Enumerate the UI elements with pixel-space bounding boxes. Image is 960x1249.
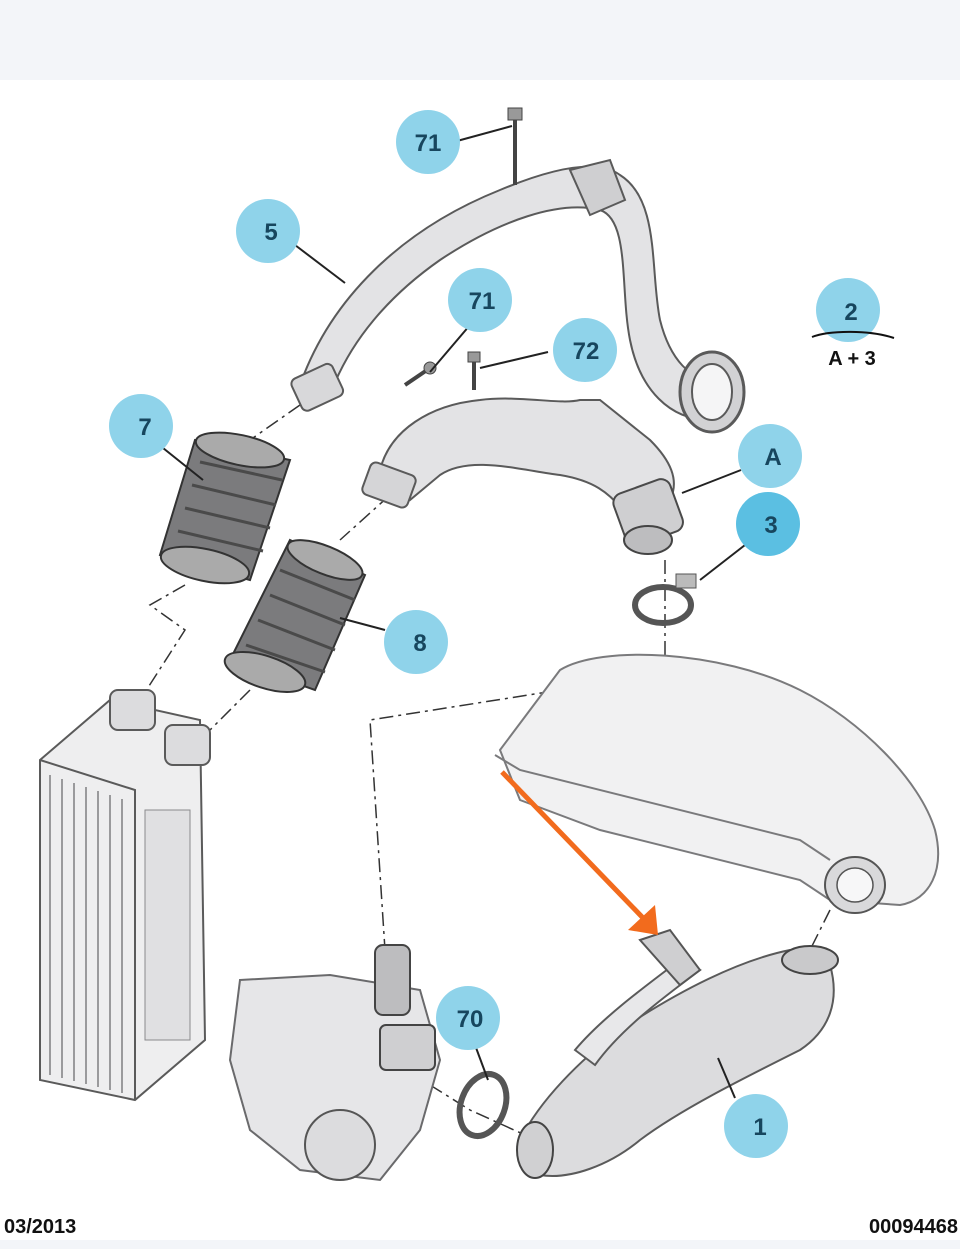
note-formula: A + 3 <box>828 348 876 370</box>
callout-label: 71 <box>415 130 442 157</box>
leader-lines <box>162 125 746 1099</box>
turbocharger <box>228 944 442 1182</box>
callout-label: 1 <box>753 1114 766 1141</box>
callout-71-middle: 71 <box>448 268 512 332</box>
callout-A: A <box>738 424 802 488</box>
callout-2: 2 A + 3 <box>811 278 895 370</box>
part-8-bellows-hose <box>223 538 367 694</box>
intercooler <box>39 689 211 1102</box>
part-70-clamp <box>456 1071 510 1139</box>
callout-label: A <box>764 444 781 471</box>
callout-label: 7 <box>138 414 151 441</box>
part-3-clamp <box>632 573 697 626</box>
part-1-lower-air-pipe <box>516 928 839 1179</box>
footer-reference-number: 00094468 <box>869 1216 958 1238</box>
callout-3: 3 <box>736 492 800 556</box>
highlight-arrow <box>500 770 658 935</box>
bolt-71-upper <box>507 107 523 185</box>
callout-label: 8 <box>413 630 426 657</box>
callout-72: 72 <box>553 318 617 382</box>
callout-label: 71 <box>469 288 496 315</box>
part-A-intake-pipe <box>361 397 684 555</box>
callout-71-top: 71 <box>396 110 460 174</box>
bolt-71-lower <box>403 361 437 387</box>
callout-7: 7 <box>109 394 173 458</box>
bolt-72 <box>467 351 481 390</box>
callout-8: 8 <box>384 610 448 674</box>
footer-date: 03/2013 <box>4 1216 77 1238</box>
callout-label: 3 <box>764 512 777 539</box>
callout-5: 5 <box>236 199 300 263</box>
engine-air-box <box>494 653 940 914</box>
callout-label: 70 <box>457 1006 484 1033</box>
callout-label: 72 <box>573 338 600 365</box>
part-5-upper-air-pipe <box>290 158 746 434</box>
bottom-bar <box>0 1240 960 1249</box>
part-7-bellows-hose <box>158 431 292 585</box>
top-bar <box>0 0 960 80</box>
callout-label: 5 <box>264 219 277 246</box>
callout-70: 70 <box>436 986 500 1050</box>
callout-1: 1 <box>724 1094 788 1158</box>
callout-label: 2 <box>844 299 857 326</box>
